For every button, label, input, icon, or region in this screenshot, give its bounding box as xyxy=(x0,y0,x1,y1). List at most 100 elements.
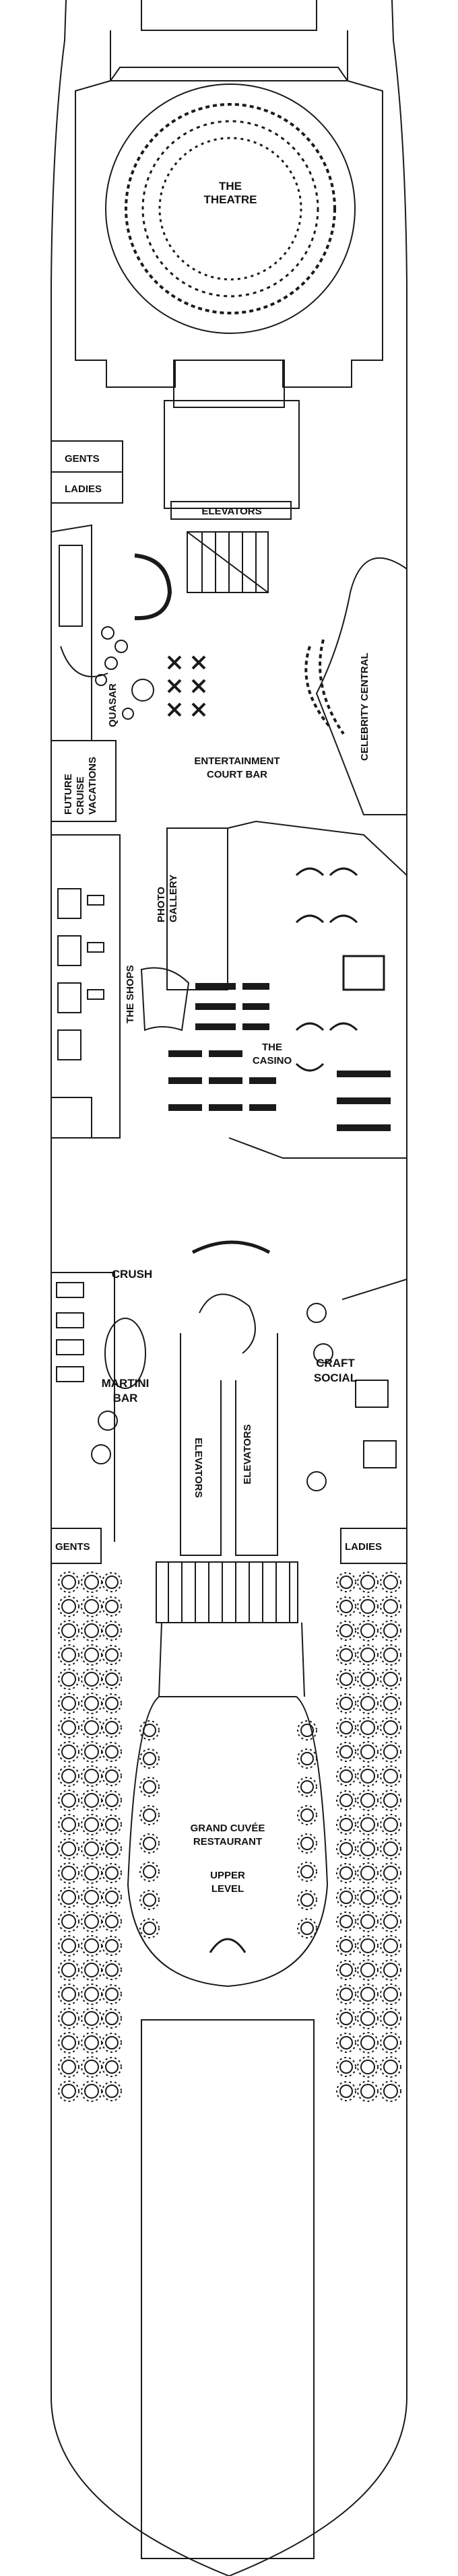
dining-table xyxy=(339,2036,353,2049)
dining-table-chairs xyxy=(297,1918,317,1938)
dining-table xyxy=(339,1648,353,1662)
dining-table-chairs xyxy=(336,1766,356,1786)
dining-table xyxy=(61,1696,76,1711)
dining-table xyxy=(300,1922,314,1935)
dining-table-chairs xyxy=(336,2008,356,2029)
dining-table xyxy=(105,1769,119,1783)
dining-table xyxy=(84,2060,99,2074)
dining-table xyxy=(61,2060,76,2074)
dining-table xyxy=(339,1842,353,1856)
dining-table xyxy=(383,1987,398,2002)
dining-table-chairs xyxy=(102,1718,122,1738)
casino-area xyxy=(227,820,407,1159)
dining-table xyxy=(300,1837,314,1850)
dining-table xyxy=(61,1793,76,1808)
dining-table xyxy=(360,1623,375,1638)
dining-table-chairs xyxy=(357,1814,379,1835)
dining-table-chairs xyxy=(297,1890,317,1910)
dining-table xyxy=(339,1939,353,1953)
dining-table xyxy=(383,1769,398,1784)
celebrity-central-label: CELEBRITY CENTRAL xyxy=(359,652,370,761)
dining-table xyxy=(339,1721,353,1734)
theatre-label-line2: THEATRE xyxy=(203,193,257,206)
dining-table xyxy=(383,2060,398,2074)
martini-bar-label-line2: BAR xyxy=(113,1392,138,1404)
dining-table xyxy=(105,1672,119,1686)
dining-table xyxy=(84,1817,99,1832)
the-shops-label: THE SHOPS xyxy=(125,965,136,1023)
dining-table-chairs xyxy=(139,1890,160,1910)
dining-table-chairs xyxy=(357,1911,379,1932)
dining-table xyxy=(383,1914,398,1929)
dining-table-chairs xyxy=(380,2056,401,2078)
dining-table xyxy=(300,1724,314,1737)
dining-table xyxy=(105,1891,119,1904)
dining-table-chairs xyxy=(58,1935,79,1957)
dining-table-chairs xyxy=(139,1862,160,1882)
dining-table xyxy=(84,1769,99,1784)
dining-table-chairs xyxy=(58,1790,79,1811)
dining-table-chairs xyxy=(102,1669,122,1689)
dining-table xyxy=(383,1623,398,1638)
fcv-label-line3: VACATIONS xyxy=(87,757,98,815)
dining-table-chairs xyxy=(58,1717,79,1738)
casino-label-line2: CASINO xyxy=(253,1055,292,1066)
dining-table xyxy=(61,1769,76,1784)
dining-table xyxy=(61,1841,76,1856)
dining-table-chairs xyxy=(58,1596,79,1617)
dining-table xyxy=(339,1988,353,2001)
celebrity-central xyxy=(304,557,407,815)
dining-table-chairs xyxy=(336,2081,356,2101)
dining-table-chairs xyxy=(102,1863,122,1883)
dining-table xyxy=(383,1938,398,1953)
entertainment-court-bar-label-line1: ENTERTAINMENT xyxy=(194,755,280,767)
entertainment-court-bar-label-line2: COURT BAR xyxy=(207,769,267,780)
dining-table xyxy=(84,1744,99,1759)
dining-table xyxy=(105,1648,119,1662)
dining-table xyxy=(143,1724,156,1737)
dining-table-chairs xyxy=(357,1741,379,1763)
dining-table-chairs xyxy=(336,1936,356,1956)
dining-table xyxy=(61,1817,76,1832)
dining-table-chairs xyxy=(357,1959,379,1981)
dining-table xyxy=(105,1721,119,1734)
dining-table-chairs xyxy=(58,1911,79,1932)
dining-table-chairs xyxy=(58,2056,79,2078)
dining-table-chairs xyxy=(336,1572,356,1592)
dining-table xyxy=(339,1915,353,1928)
dining-table-chairs xyxy=(58,1741,79,1763)
dining-table xyxy=(61,1648,76,1662)
dining-table xyxy=(105,1818,119,1831)
dining-table-chairs xyxy=(357,1668,379,1690)
dining-table xyxy=(61,1599,76,1614)
elevators-mid-label-a: ELEVATORS xyxy=(193,1437,204,1497)
dining-table xyxy=(339,1866,353,1880)
dining-table-chairs xyxy=(102,1984,122,2004)
dining-table-chairs xyxy=(336,1911,356,1932)
dining-table-chairs xyxy=(58,2080,79,2102)
dining-table xyxy=(360,1599,375,1614)
dining-table-chairs xyxy=(357,1571,379,1593)
dining-table xyxy=(300,1893,314,1907)
dining-table xyxy=(339,1697,353,1710)
theatre-area xyxy=(75,67,383,408)
dining-table-chairs xyxy=(58,1668,79,1690)
photo-gallery-label-line2: GALLERY xyxy=(168,875,179,922)
dining-table xyxy=(300,1780,314,1794)
dining-table xyxy=(383,1672,398,1687)
dining-table xyxy=(105,1745,119,1759)
shops-area xyxy=(51,827,228,1139)
dining-table-chairs xyxy=(357,1790,379,1811)
dining-table xyxy=(61,1720,76,1735)
dining-table-chairs xyxy=(380,1838,401,1860)
dining-table-chairs xyxy=(102,1960,122,1980)
crush-label: CRUSH xyxy=(112,1268,152,1281)
dining-table-chairs xyxy=(336,1718,356,1738)
dining-table xyxy=(105,1842,119,1856)
dining-table xyxy=(105,1600,119,1613)
dining-table xyxy=(84,1841,99,1856)
dining-table xyxy=(360,1963,375,1977)
dining-table-chairs xyxy=(336,2033,356,2053)
dining-table-chairs xyxy=(139,1777,160,1797)
